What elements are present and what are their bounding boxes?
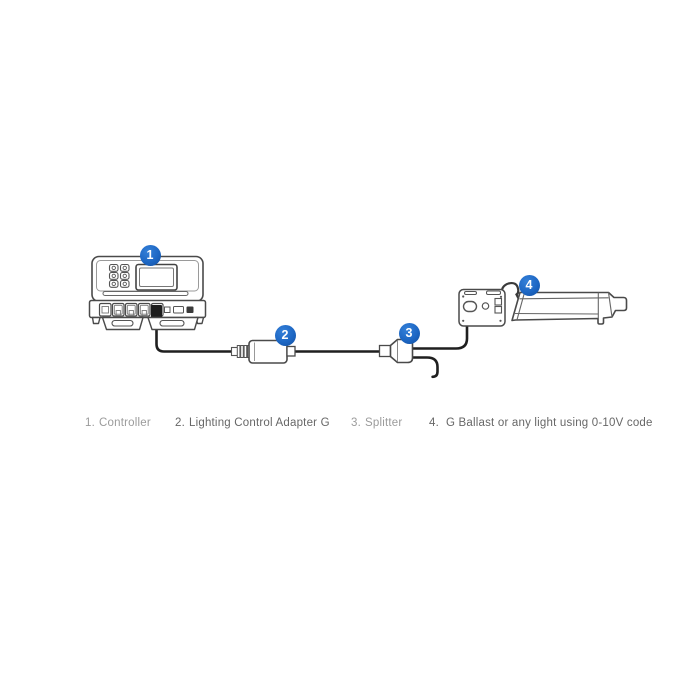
controller-ports (88, 299, 207, 322)
legend-number: 3. (351, 417, 361, 429)
controller-illustration (88, 255, 207, 331)
controller-feet (91, 316, 205, 331)
ballast-illustration (458, 281, 628, 327)
adapter-output-connector (286, 345, 296, 357)
badge-4-ballast: 4 (518, 274, 540, 296)
controller-keypad (108, 263, 130, 288)
legend-item-splitter: 3. Splitter (351, 417, 402, 429)
legend-label: G Ballast or any light using 0-10V code (446, 417, 653, 429)
adapter-strain-relief (236, 345, 251, 358)
legend-label: Controller (99, 417, 151, 429)
ballast-plate (458, 288, 506, 327)
controller-display (135, 263, 178, 291)
legend-item-adapter: 2. Lighting Control Adapter G (175, 417, 330, 429)
legend-item-ballast: 4. G Ballast or any light using 0-10V cod… (429, 417, 653, 429)
splitter-illustration (378, 338, 414, 364)
adapter-illustration (230, 339, 296, 364)
hanging-hook-icon (500, 281, 522, 303)
cable-controller-to-adapter (155, 314, 235, 353)
legend-number: 2. (175, 417, 185, 429)
ballast-body (511, 291, 628, 325)
legend-label: Lighting Control Adapter G (189, 417, 330, 429)
controller-vent-slot (102, 291, 189, 296)
legend-item-controller: 1. Controller (85, 417, 151, 429)
legend-number: 1. (85, 417, 95, 429)
legend-label: Splitter (365, 417, 403, 429)
badge-1-controller: 1 (139, 244, 161, 266)
badge-2-adapter: 2 (274, 324, 296, 346)
badge-3-splitter: 3 (398, 322, 420, 344)
cable-splitter-to-ballast (410, 323, 469, 350)
plate-screws (462, 295, 503, 322)
cable-splitter-dangling (410, 356, 439, 379)
legend-number: 4. (429, 417, 439, 429)
